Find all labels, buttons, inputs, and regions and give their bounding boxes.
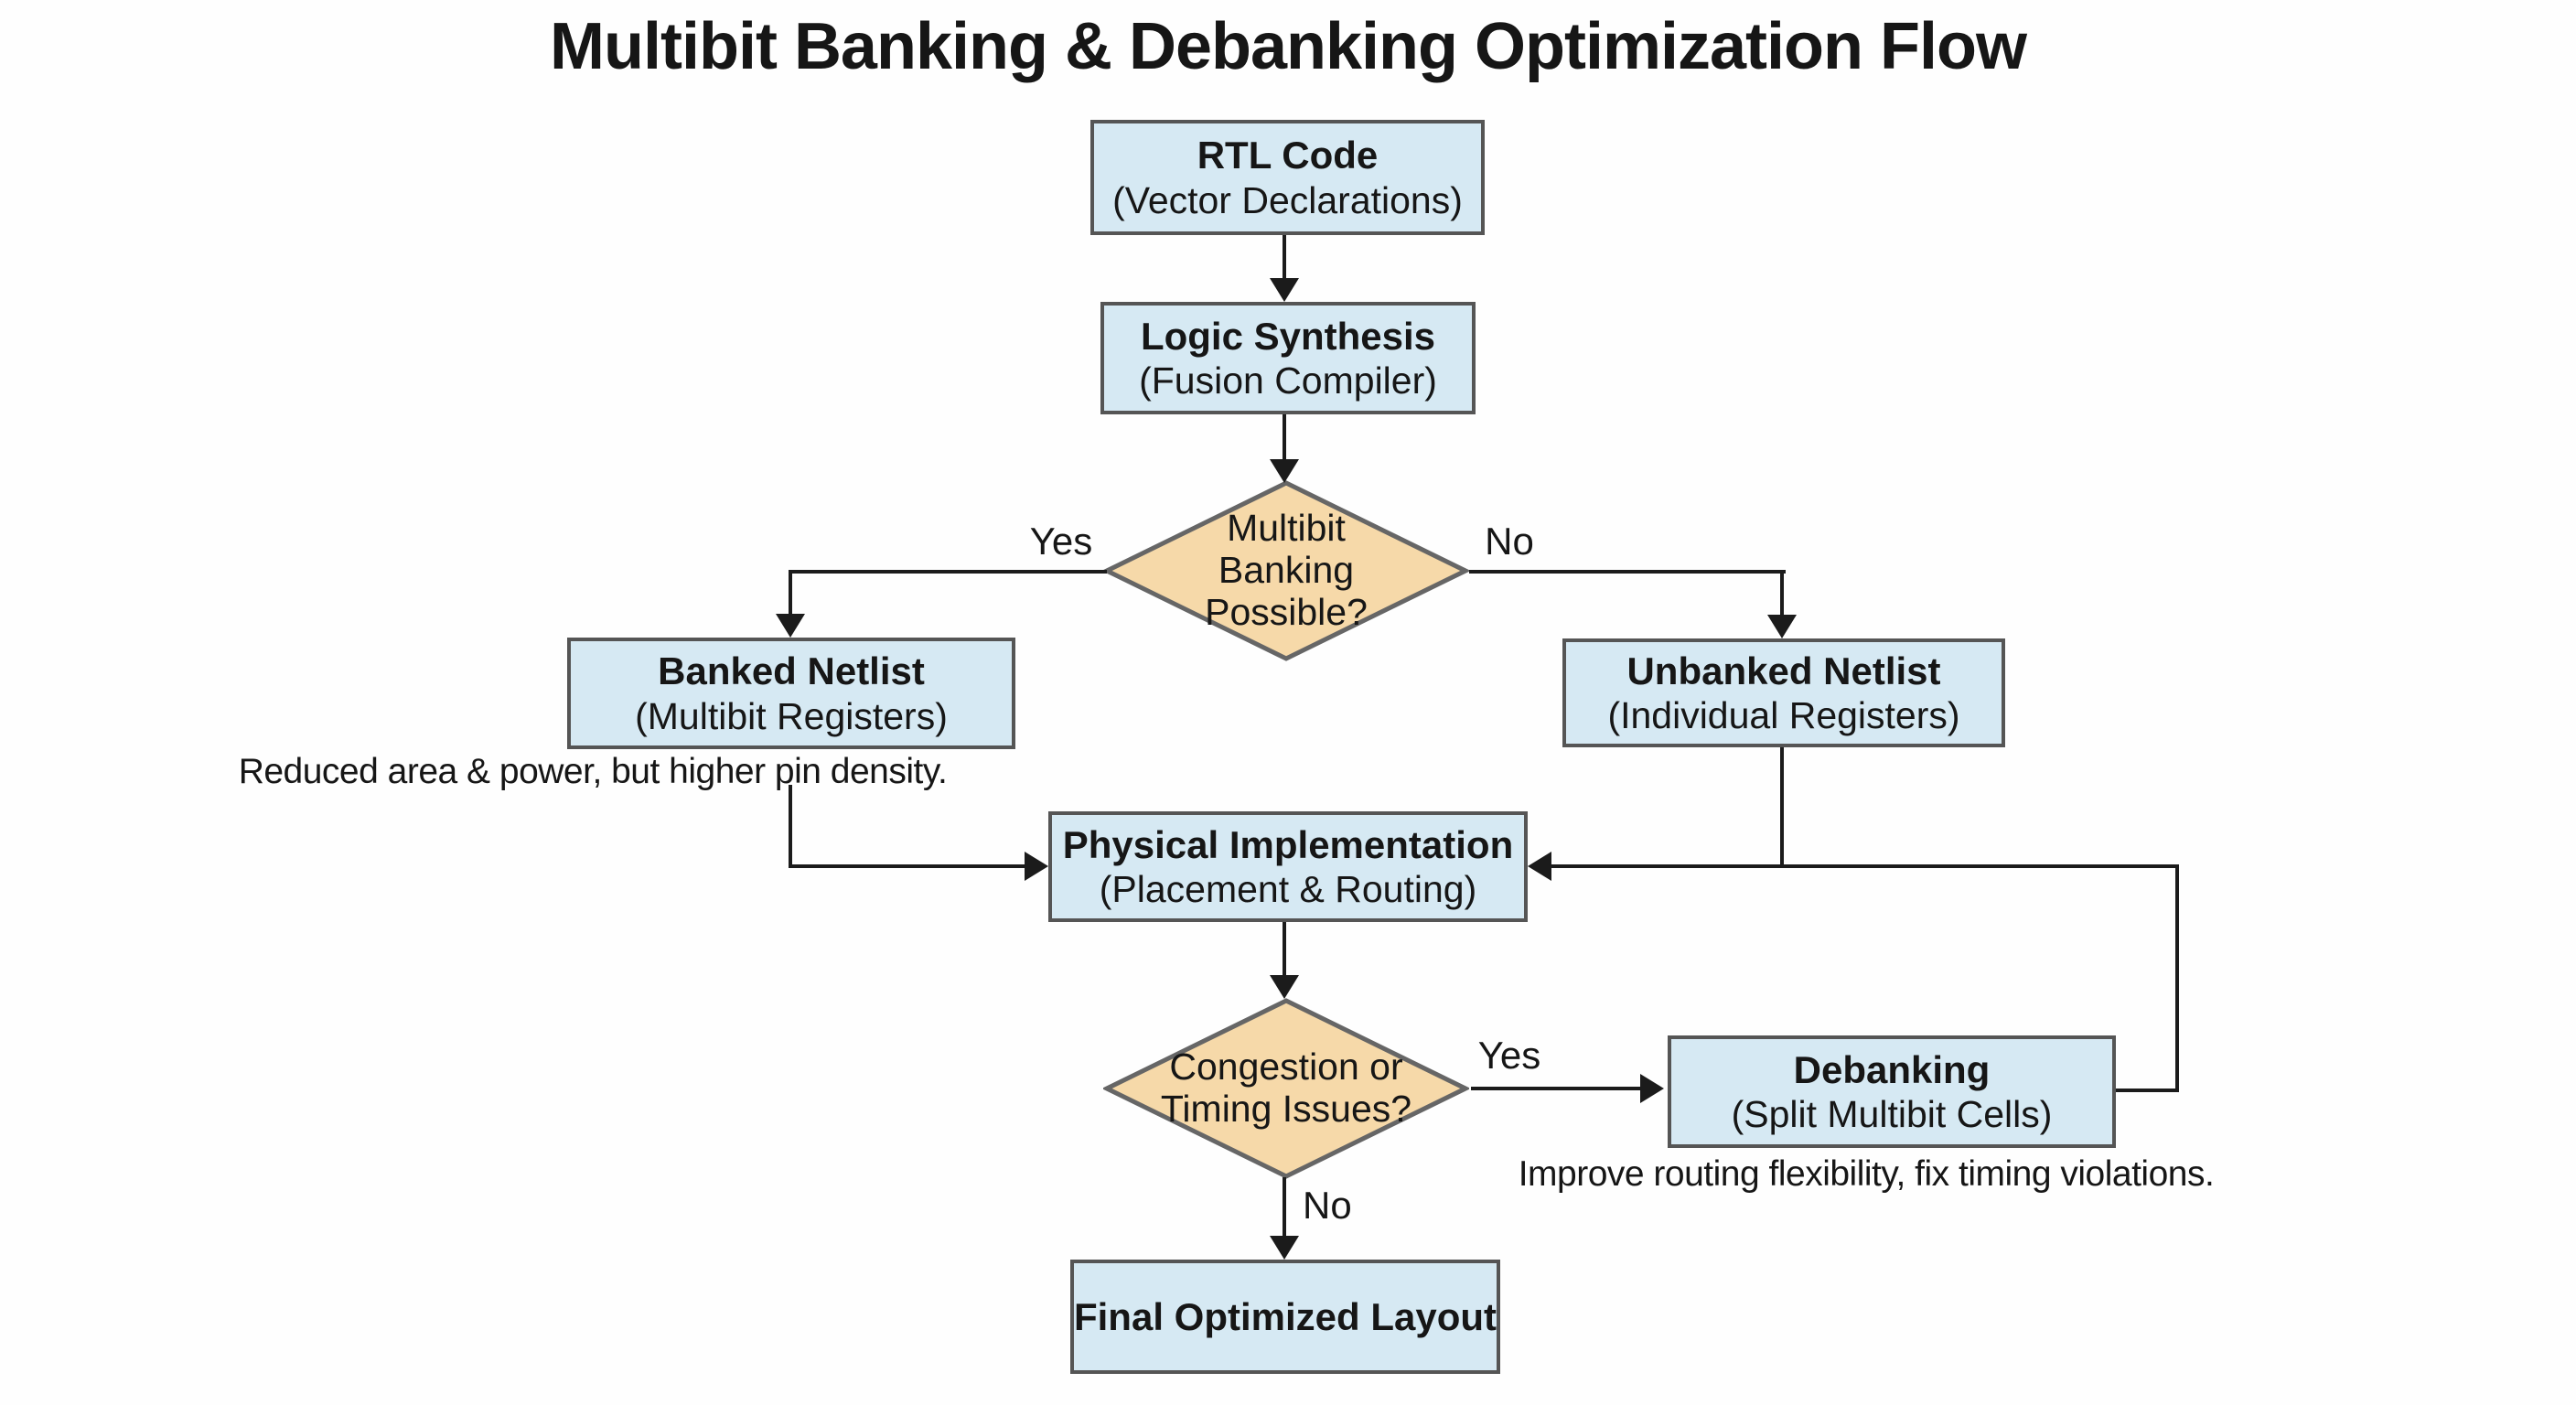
page-title: Multibit Banking & Debanking Optimizatio… [550, 10, 2027, 83]
connector-no-vertical [1780, 570, 1784, 617]
arrowhead-into-decision-congestion [1270, 975, 1299, 999]
arrowhead-into-physical-right [1528, 852, 1551, 881]
diamond-shape-icon [1103, 998, 1469, 1179]
node-final-optimized-layout: Final Optimized Layout [1070, 1260, 1500, 1374]
node-banked-netlist-subtitle: (Multibit Registers) [635, 694, 948, 737]
arrowhead-into-banked [776, 614, 805, 638]
node-rtl-code-title: RTL Code [1197, 134, 1379, 177]
note-banked-tradeoff: Reduced area & power, but higher pin den… [238, 752, 948, 791]
arrowhead-into-synthesis [1270, 278, 1299, 302]
connector-unbanked-down [1780, 747, 1784, 868]
decision-multibit-banking-possible: Multibit Banking Possible? [1103, 479, 1469, 662]
note-debanking-benefit: Improve routing flexibility, fix timing … [1518, 1154, 2215, 1194]
arrowhead-into-debanking [1640, 1074, 1664, 1103]
arrowhead-into-physical-left [1025, 852, 1048, 881]
connector-right-junction-horizontal [1550, 864, 2179, 868]
decision-multibit-banking-text: Multibit Banking Possible? [1103, 479, 1469, 662]
node-debanking-subtitle: (Split Multibit Cells) [1731, 1093, 2053, 1136]
node-banked-netlist: Banked Netlist (Multibit Registers) [567, 638, 1015, 749]
node-rtl-code-subtitle: (Vector Declarations) [1112, 178, 1463, 221]
decision-congestion-line1: Congestion or [1169, 1046, 1403, 1089]
node-unbanked-netlist-title: Unbanked Netlist [1626, 649, 1941, 692]
arrowhead-into-unbanked [1767, 615, 1797, 638]
node-logic-synthesis-subtitle: (Fusion Compiler) [1139, 359, 1437, 402]
diamond-shape-icon [1103, 480, 1469, 661]
connector-debanking-loop-horizontal [2116, 1089, 2179, 1092]
connector-banked-right [789, 864, 1026, 868]
connector-yes-vertical [789, 570, 792, 616]
label-banking-yes: Yes [1029, 520, 1093, 563]
connector-rtl-to-synthesis [1283, 235, 1286, 283]
connector-no2-vertical [1283, 1177, 1286, 1239]
connector-physical-to-decision [1283, 922, 1286, 979]
node-physical-implementation: Physical Implementation (Placement & Rou… [1048, 811, 1528, 922]
node-banked-netlist-title: Banked Netlist [658, 649, 925, 693]
connector-yes-horizontal [790, 570, 1107, 574]
label-banking-no: No [1485, 520, 1534, 563]
node-physical-implementation-title: Physical Implementation [1062, 822, 1514, 866]
decision-congestion-line2: Timing Issues? [1160, 1088, 1412, 1130]
decision-banking-line2: Banking [1218, 549, 1355, 592]
node-unbanked-netlist-subtitle: (Individual Registers) [1607, 694, 1960, 737]
arrowhead-into-decision-banking [1270, 459, 1299, 483]
connector-banked-down [789, 785, 792, 868]
node-final-optimized-layout-title: Final Optimized Layout [1073, 1294, 1497, 1338]
connector-debanking-loop-vertical [2175, 864, 2179, 1092]
node-unbanked-netlist: Unbanked Netlist (Individual Registers) [1562, 638, 2005, 747]
decision-congestion-timing-text: Congestion or Timing Issues? [1103, 997, 1469, 1180]
node-debanking-title: Debanking [1793, 1047, 1991, 1091]
node-logic-synthesis: Logic Synthesis (Fusion Compiler) [1100, 302, 1476, 414]
label-congestion-yes: Yes [1477, 1034, 1541, 1077]
connector-no-horizontal [1469, 570, 1786, 574]
decision-banking-line1: Multibit [1227, 507, 1346, 550]
node-physical-implementation-subtitle: (Placement & Routing) [1099, 868, 1477, 911]
decision-congestion-timing: Congestion or Timing Issues? [1103, 997, 1469, 1180]
arrowhead-into-final [1270, 1236, 1299, 1260]
connector-yes2-horizontal [1471, 1087, 1641, 1090]
decision-banking-line3: Possible? [1205, 590, 1368, 633]
node-rtl-code: RTL Code (Vector Declarations) [1090, 120, 1485, 235]
label-congestion-no: No [1303, 1184, 1352, 1227]
node-debanking: Debanking (Split Multibit Cells) [1668, 1035, 2116, 1148]
node-logic-synthesis-title: Logic Synthesis [1140, 314, 1436, 358]
connector-synthesis-to-decision [1283, 414, 1286, 462]
